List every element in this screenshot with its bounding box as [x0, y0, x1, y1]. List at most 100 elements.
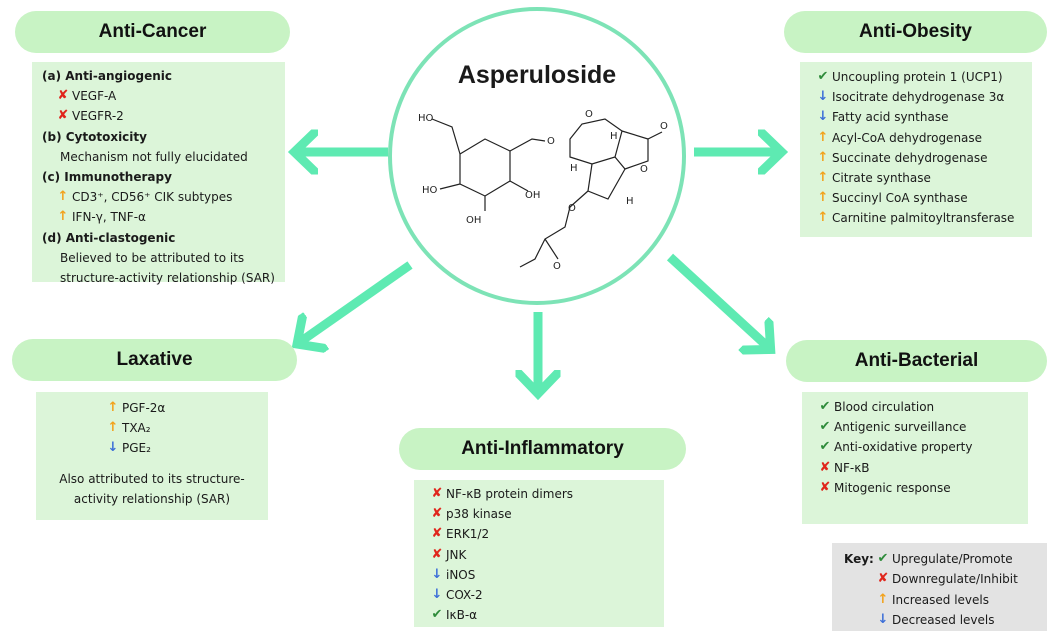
list-item: ↓Decreased levels — [874, 610, 1047, 630]
cross-icon: ✘ — [57, 108, 69, 124]
anti-obesity-box: ✔Uncoupling protein 1 (UCP1)↓Isocitrate … — [800, 62, 1032, 237]
up-icon: ↑ — [817, 170, 829, 186]
item-label: Mitogenic response — [834, 480, 951, 495]
cross-icon: ✘ — [431, 526, 443, 542]
up-icon: ↑ — [877, 591, 889, 607]
cross-icon: ✘ — [431, 546, 443, 562]
item-label: PGE₂ — [122, 441, 151, 456]
down-icon: ↓ — [431, 566, 443, 582]
section-title: (b) Cytotoxicity — [42, 129, 147, 144]
list-item: ↑TXA₂ — [104, 418, 268, 438]
list-item: ↓PGE₂ — [104, 438, 268, 458]
item-label: COX-2 — [446, 588, 483, 603]
check-icon: ✔ — [819, 419, 831, 435]
svg-text:O: O — [585, 109, 593, 120]
item-label: PGF-2α — [122, 401, 166, 415]
item-label: NF-κB — [834, 460, 870, 475]
asperuloside-circle: Asperuloside HO HO OH OH O O O O — [388, 7, 686, 305]
arrow-to-laxative — [300, 261, 413, 342]
up-icon: ↑ — [817, 210, 829, 226]
item-label: Blood circulation — [834, 400, 935, 414]
anti-obesity-title: Anti-Obesity — [784, 11, 1047, 53]
list-item: ✘JNK — [428, 545, 664, 565]
cross-icon: ✘ — [877, 571, 889, 587]
down-icon: ↓ — [817, 109, 829, 125]
item-label: IκB-α — [446, 608, 478, 623]
up-icon: ↑ — [817, 149, 829, 165]
item-label: Uncoupling protein 1 (UCP1) — [832, 70, 1003, 84]
list-item: ↑Acyl-CoA dehydrogenase — [814, 128, 1032, 148]
list-item: ✔Upregulate/Promote — [874, 549, 1047, 569]
list-item: ✘ERK1/2 — [428, 524, 664, 544]
cross-icon: ✘ — [819, 459, 831, 475]
list-item: ✘VEGF-A — [42, 86, 285, 106]
list-item: ✘NF-κB — [816, 458, 1028, 478]
list-item: ↑PGF-2α — [104, 398, 268, 418]
item-label: Antigenic surveillance — [834, 420, 967, 435]
list-item: ↑Succinate dehydrogenase — [814, 148, 1032, 168]
list-item: ✘Mitogenic response — [816, 478, 1028, 498]
list-item: ↓Fatty acid synthase — [814, 107, 1032, 127]
up-icon: ↑ — [107, 400, 119, 415]
up-icon: ↑ — [107, 420, 119, 436]
list-item: ↑Succinyl CoA synthase — [814, 188, 1032, 208]
item-label: NF-κB protein dimers — [446, 487, 574, 501]
svg-text:H: H — [610, 131, 618, 142]
check-icon: ✔ — [877, 551, 889, 566]
cross-icon: ✘ — [431, 506, 443, 522]
list-item: ✔IκB-α — [428, 605, 664, 625]
item-label: TXA₂ — [122, 421, 151, 436]
item-label: Isocitrate dehydrogenase 3α — [832, 90, 1005, 105]
list-item: ✔Uncoupling protein 1 (UCP1) — [814, 67, 1032, 87]
item-label: ERK1/2 — [446, 527, 490, 542]
svg-text:O: O — [568, 203, 576, 214]
list-item: ↑IFN-γ, TNF-α — [42, 207, 285, 227]
check-icon: ✔ — [819, 439, 831, 455]
list-item: ✔Antigenic surveillance — [816, 417, 1028, 437]
section-note: Believed to be attributed to its structu… — [60, 250, 275, 286]
laxative-list: ↑PGF-2α↑TXA₂↓PGE₂ — [36, 398, 268, 459]
anti-inflammatory-title: Anti-Inflammatory — [399, 428, 686, 470]
item-label: Decreased levels — [892, 612, 995, 627]
item-label: iNOS — [446, 567, 476, 582]
cross-icon: ✘ — [57, 88, 69, 104]
item-label: Carnitine palmitoyltransferase — [832, 211, 1015, 226]
key-legend: Key: ✔Upregulate/Promote✘Downregulate/In… — [832, 543, 1047, 631]
list-item: ✔Anti-oxidative property — [816, 437, 1028, 457]
section-title: (a) Anti-angiogenic — [42, 69, 172, 83]
up-icon: ↑ — [57, 209, 69, 225]
list-item: ↓Isocitrate dehydrogenase 3α — [814, 87, 1032, 107]
list-item: ✘VEGFR-2 — [42, 106, 285, 126]
item-label: Downregulate/Inhibit — [892, 572, 1018, 587]
item-label: Acyl-CoA dehydrogenase — [832, 130, 983, 145]
list-item: ↓iNOS — [428, 565, 664, 585]
section-note: Mechanism not fully elucidated — [60, 149, 248, 164]
list-item: ✘NF-κB protein dimers — [428, 484, 664, 504]
item-label: JNK — [446, 547, 467, 562]
item-label: Succinate dehydrogenase — [832, 150, 988, 165]
svg-text:O: O — [553, 261, 561, 272]
item-label: p38 kinase — [446, 507, 512, 522]
up-icon: ↑ — [57, 189, 69, 205]
center-title: Asperuloside — [457, 61, 617, 89]
down-icon: ↓ — [877, 611, 889, 627]
down-icon: ↓ — [107, 440, 119, 456]
cross-icon: ✘ — [819, 479, 831, 495]
item-label: IFN-γ, TNF-α — [72, 210, 146, 225]
svg-text:OH: OH — [466, 215, 481, 226]
svg-text:HO: HO — [418, 113, 434, 124]
item-label: Citrate synthase — [832, 171, 931, 186]
section-title: (c) Immunotherapy — [42, 170, 172, 185]
check-icon: ✔ — [819, 399, 831, 414]
cross-icon: ✘ — [431, 486, 443, 501]
down-icon: ↓ — [817, 89, 829, 105]
anti-bacterial-title: Anti-Bacterial — [786, 340, 1047, 382]
list-item: ✔Blood circulation — [816, 397, 1028, 417]
svg-text:H: H — [626, 196, 634, 207]
item-label: Upregulate/Promote — [892, 552, 1013, 566]
item-label: Anti-oxidative property — [834, 440, 973, 455]
section-title: (d) Anti-clastogenic — [42, 230, 176, 245]
list-item: ↑Citrate synthase — [814, 168, 1032, 188]
svg-text:O: O — [640, 164, 648, 175]
